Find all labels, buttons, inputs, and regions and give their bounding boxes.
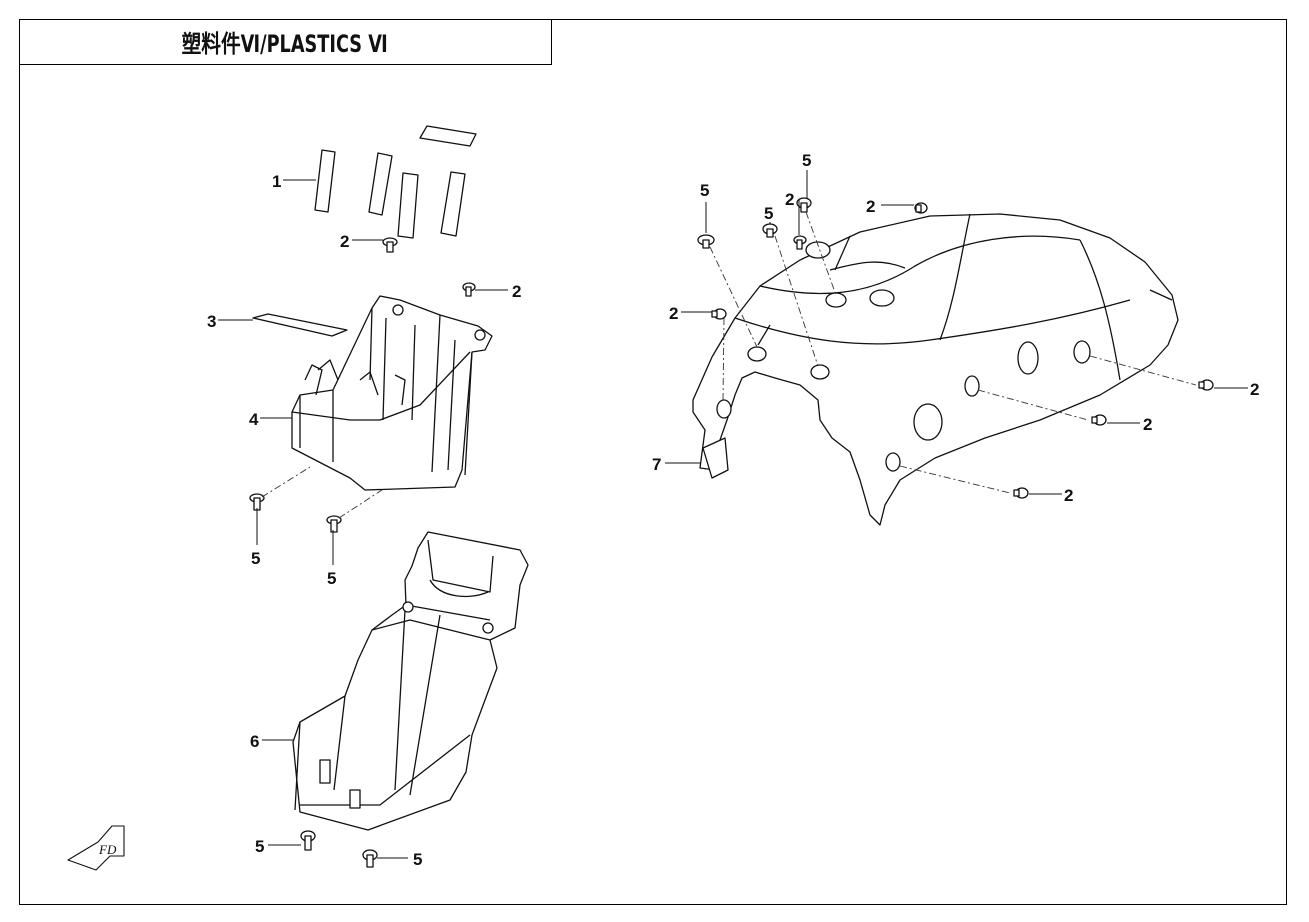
callout-part-1: 1 xyxy=(272,172,281,191)
callouts: 1 2 2 3 4 5 5 6 5 5 2 5 2 5 5 2 2 7 2 2 … xyxy=(207,151,1259,869)
drawing-frame xyxy=(19,19,1287,905)
fastener xyxy=(793,235,807,250)
callout-part-5: 5 xyxy=(251,549,260,568)
part-6-under-tray xyxy=(292,531,529,831)
callout-part-6: 6 xyxy=(250,732,259,751)
fastener xyxy=(1198,379,1214,391)
fastener xyxy=(1013,487,1029,499)
fastener xyxy=(796,197,812,213)
fastener xyxy=(249,493,265,511)
fastener xyxy=(697,234,715,249)
fasteners xyxy=(249,197,1214,868)
callout-part-7: 7 xyxy=(652,455,661,474)
callout-part-3: 3 xyxy=(207,312,216,331)
fastener xyxy=(382,237,398,253)
fastener xyxy=(1091,414,1107,426)
fastener xyxy=(762,223,778,238)
fastener xyxy=(326,515,342,533)
leader-lines xyxy=(218,170,1248,859)
fastener xyxy=(914,202,928,214)
callout-part-2: 2 xyxy=(785,190,794,209)
callout-part-2: 2 xyxy=(866,197,875,216)
callout-part-2: 2 xyxy=(1250,380,1259,399)
front-direction-marker xyxy=(67,825,125,871)
page-title: 塑料件Ⅵ/PLASTICS Ⅵ xyxy=(181,30,389,58)
fastener xyxy=(362,849,378,868)
part-7-rear-fender xyxy=(692,213,1179,526)
callout-part-2: 2 xyxy=(512,282,521,301)
fastener xyxy=(711,308,727,320)
callout-part-5: 5 xyxy=(413,850,422,869)
fastener xyxy=(300,830,316,851)
callout-part-5: 5 xyxy=(255,837,264,856)
fastener xyxy=(462,282,476,297)
callout-part-5: 5 xyxy=(764,204,773,223)
callout-part-2: 2 xyxy=(1064,486,1073,505)
callout-part-4: 4 xyxy=(249,410,259,429)
part-1-foam-strips xyxy=(314,125,477,239)
callout-part-2: 2 xyxy=(1143,415,1152,434)
title-block: 塑料件Ⅵ/PLASTICS Ⅵ xyxy=(19,19,552,65)
front-direction-label: FD xyxy=(98,842,117,857)
callout-part-5: 5 xyxy=(700,181,709,200)
callout-part-2: 2 xyxy=(340,232,349,251)
callout-part-5: 5 xyxy=(327,569,336,588)
part-4-storage-box xyxy=(291,295,493,491)
callout-part-2: 2 xyxy=(669,304,678,323)
assembly-lines xyxy=(261,211,1197,519)
part-3-foam-pad xyxy=(252,313,348,337)
callout-part-5: 5 xyxy=(802,151,811,170)
